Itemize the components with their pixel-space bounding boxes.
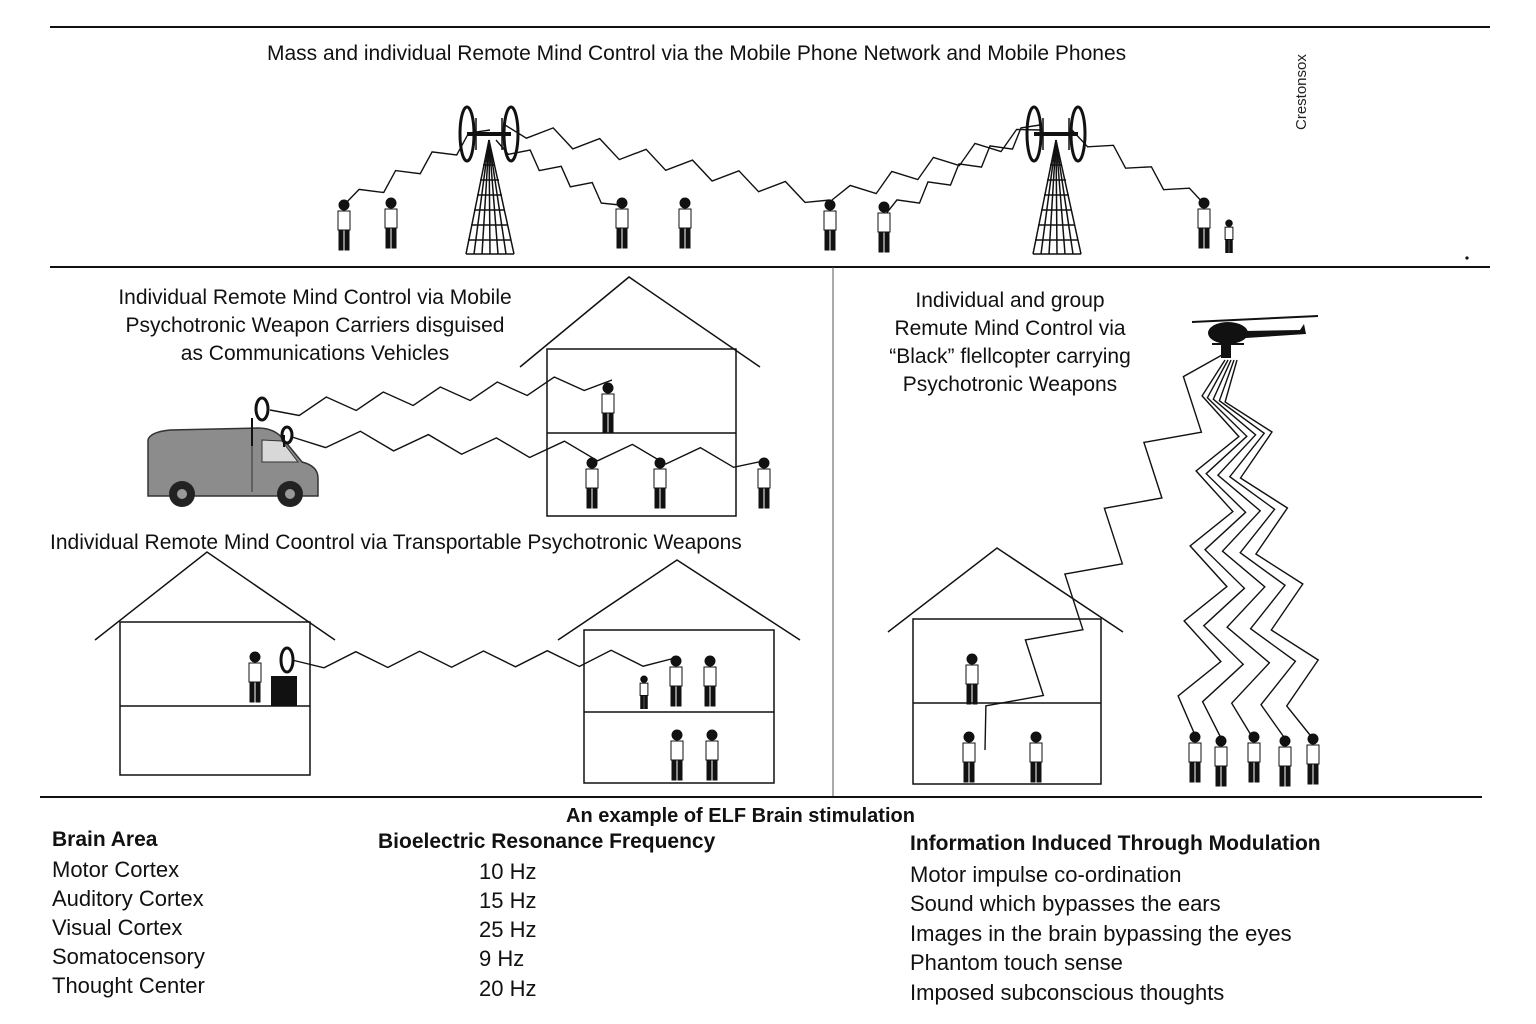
person: [1197, 197, 1211, 249]
person: [965, 653, 979, 705]
person: [337, 199, 351, 251]
beam-helicopter-6: [1224, 359, 1320, 741]
beams: [269, 124, 1320, 751]
beam-helicopter-1: [984, 354, 1223, 751]
beam-tower-left-to-person-5: [504, 124, 831, 204]
beam-tower-left-to-person-1: [343, 129, 491, 206]
beam-tower-right-to-person-6: [884, 124, 1041, 216]
caption-van: Individual Remote Mind Control via Mobil…: [70, 284, 560, 368]
caption-helicopter-line-3: “Black” flellcopter carrying: [889, 345, 1131, 368]
brain-area-cell: Visual Cortex: [52, 915, 183, 940]
cell-tower-left: [458, 105, 520, 255]
frequency-cell: 9 Hz: [479, 946, 525, 971]
table-title: An example of ELF Brain stimulation: [566, 805, 915, 827]
person: [601, 382, 615, 434]
child: [639, 675, 649, 709]
beam-helicopter-5: [1218, 359, 1297, 741]
caption-helicopter: Individual and group Remute Mind Control…: [860, 287, 1160, 399]
frequency-cell: 20 Hz: [479, 976, 537, 1001]
person: [705, 729, 719, 781]
person: [653, 457, 667, 509]
person: [823, 199, 837, 251]
beam-van-upper: [269, 376, 613, 417]
person: [1278, 735, 1292, 787]
person: [962, 731, 976, 783]
child: [1224, 219, 1234, 253]
caption-transportable: Individual Remote Mind Coontrol via Tran…: [50, 531, 742, 554]
person: [669, 655, 683, 707]
frequency-cell: 10 Hz: [479, 859, 537, 884]
caption-helicopter-line-4: Psychotronic Weapons: [902, 373, 1118, 396]
caption-helicopter-line-1: Individual and group: [915, 289, 1105, 312]
watermark: Crestonsox: [1293, 54, 1310, 130]
information-cell: Sound which bypasses the ears: [910, 891, 1221, 916]
person: [1188, 731, 1202, 783]
information-cell: Images in the brain bypassing the eyes: [910, 921, 1292, 946]
people: [248, 197, 1320, 787]
black-helicopter: [1191, 315, 1319, 358]
brain-area-cell: Motor Cortex: [52, 857, 180, 882]
brain-area-cell: Auditory Cortex: [52, 886, 204, 911]
stray-dot: [1465, 256, 1469, 260]
caption-mobile-network: Mass and individual Remote Mind Control …: [267, 42, 1127, 65]
caption-van-line-3: as Communications Vehicles: [180, 342, 450, 365]
person: [757, 457, 771, 509]
beam-tower-left-to-person-3: [495, 139, 621, 206]
person: [1029, 731, 1043, 783]
transportable-weapon: [271, 646, 297, 706]
caption-van-line-1: Individual Remote Mind Control via Mobil…: [118, 286, 512, 309]
frequency-cell: 25 Hz: [479, 917, 537, 942]
beam-transportable-weapon: [291, 649, 676, 669]
van-vehicle: [147, 396, 319, 507]
caption-helicopter-line-2: Remute Mind Control via: [894, 317, 1126, 340]
header-information: Information Induced Through Modulation: [910, 832, 1321, 855]
brain-area-cell: Somatocensory: [52, 944, 205, 969]
beam-helicopter-4: [1212, 359, 1271, 741]
beam-helicopter-2: [1177, 359, 1240, 736]
person: [1247, 731, 1261, 783]
person: [384, 197, 398, 249]
beam-van-lower: [291, 430, 769, 469]
person: [670, 729, 684, 781]
information-cell: Phantom touch sense: [910, 950, 1123, 975]
person: [585, 457, 599, 509]
house-transportable-right: [557, 559, 801, 784]
frequency-cell: 15 Hz: [479, 888, 537, 913]
house-helicopter-target: [887, 547, 1124, 785]
brain-area-cell: Thought Center: [52, 973, 205, 998]
person: [877, 201, 891, 253]
cell-tower-right: [1025, 105, 1087, 255]
house-transportable-left: [94, 551, 336, 776]
beam-tower-right-to-person-5: [831, 128, 1041, 201]
person: [248, 651, 262, 703]
beam-helicopter-3: [1201, 359, 1248, 741]
person: [1214, 735, 1228, 787]
information-cell: Imposed subconscious thoughts: [910, 980, 1225, 1005]
header-frequency: Bioelectric Resonance Frequency: [378, 830, 716, 853]
information-cell: Motor impulse co-ordination: [910, 862, 1182, 887]
house-van-target: [519, 276, 761, 517]
header-brain-area: Brain Area: [52, 828, 158, 851]
person: [678, 197, 692, 249]
person: [615, 197, 629, 249]
caption-van-line-2: Psychotronic Weapon Carriers disguised: [125, 314, 505, 337]
beam-tower-right-to-person-7: [1071, 129, 1206, 206]
person: [703, 655, 717, 707]
person: [1306, 733, 1320, 785]
